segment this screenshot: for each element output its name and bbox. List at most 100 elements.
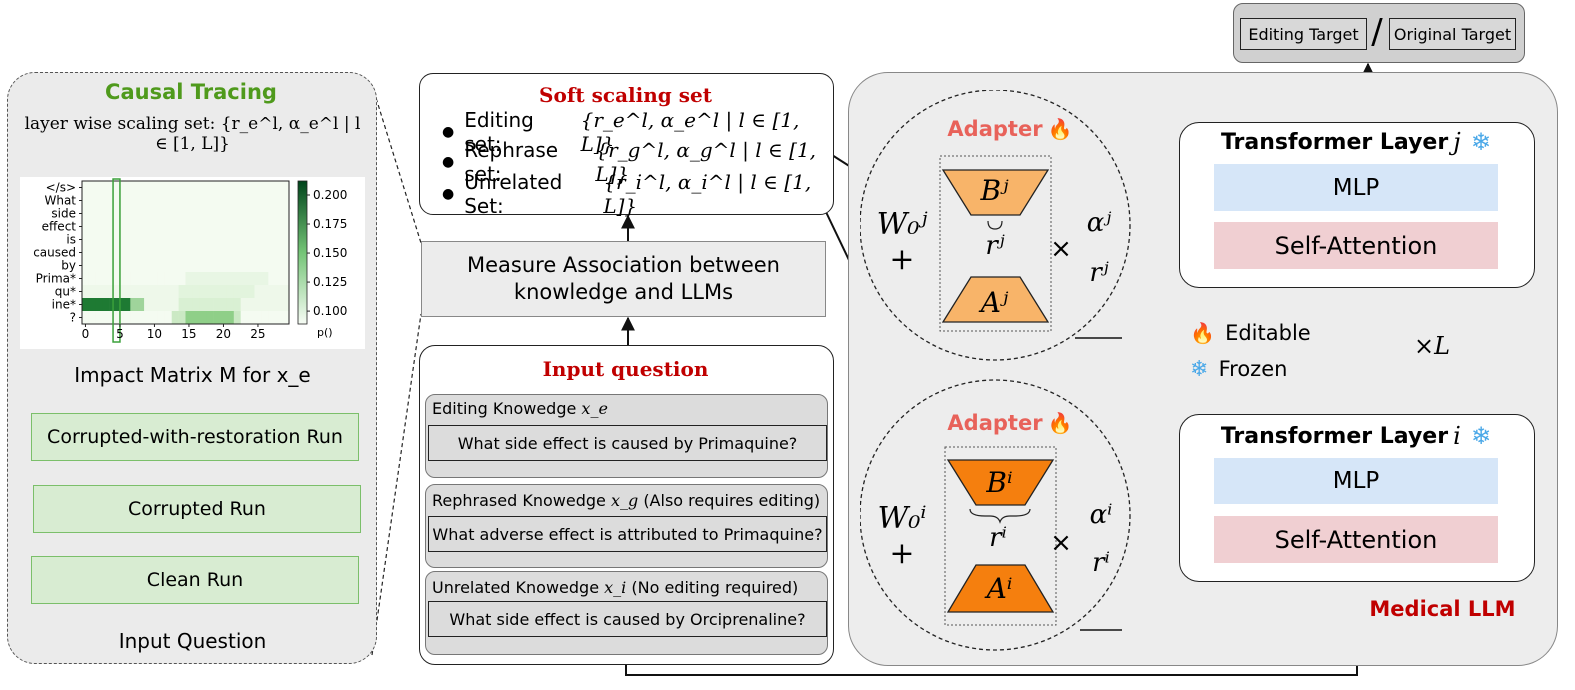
heatmap-cell: [192, 272, 200, 286]
original-target-label: Original Target: [1389, 18, 1516, 50]
heatmap-y-label: effect: [42, 219, 77, 233]
unrelated-set-formula: {r_i^l, α_i^l | l ∈ [1, L]}: [603, 170, 812, 218]
heatmap-cell: [82, 285, 90, 299]
heatmap-cell: [275, 311, 283, 325]
heatmap-x-tick: 10: [147, 327, 162, 341]
rephrased-question-text: What adverse effect is attributed to Pri…: [428, 516, 827, 552]
heatmap-y-label: ?: [70, 310, 76, 324]
transformer-layer-j-title: Transformer Layer j ❄: [1220, 128, 1492, 156]
lower-r-denominator: rⁱ: [1092, 548, 1110, 578]
editing-set-label: Editing set:: [464, 108, 534, 156]
upper-w0-label: W₀ʲ +: [876, 207, 928, 277]
heatmap-cell: [233, 285, 241, 299]
heatmap-cell: [123, 272, 131, 286]
snowflake-icon: ❄: [1471, 422, 1492, 450]
heatmap-cell: [88, 272, 97, 286]
measure-line-1: Measure Association between: [467, 253, 780, 277]
lower-b-label: Bⁱ: [986, 465, 1013, 499]
heatmap-cell: [171, 298, 179, 312]
heatmap-cell: [137, 285, 145, 299]
bullet-icon: ●: [442, 154, 455, 170]
heatmap-cell: [268, 285, 276, 299]
heatmap-cell: [164, 298, 172, 312]
heatmap-cell: [102, 311, 110, 325]
snowflake-icon: ❄: [1470, 128, 1492, 156]
heatmap-cell: [268, 311, 276, 325]
heatmap-cell: [82, 311, 90, 325]
upper-b-matrix: [941, 169, 1050, 216]
editing-set-item: ● Editing set: {r_e^l, α_e^l | l ∈ [1, L…: [442, 108, 832, 156]
heatmap-cell: [88, 285, 97, 299]
heatmap-y-label: side: [51, 206, 76, 220]
heatmap-cell: [178, 311, 186, 325]
heatmap-cell: [185, 298, 193, 312]
upper-b-label: Bʲ: [980, 173, 1009, 207]
measure-line-2: knowledge and LLMs: [513, 280, 734, 304]
soft-scaling-set-title: Soft scaling set: [539, 83, 712, 107]
upper-alpha-label: αʲ: [1086, 208, 1112, 238]
heatmap-cell: [233, 272, 241, 286]
heatmap-cell: [226, 272, 235, 286]
input-question-title: Input question: [542, 357, 709, 381]
heatmap-y-label: What: [44, 193, 76, 207]
highlight-column-box: [112, 178, 121, 343]
heatmap-cell: [102, 298, 110, 312]
heatmap-cell: [82, 272, 90, 286]
heatmap-cell: [220, 272, 228, 286]
heatmap-cell: [157, 272, 166, 286]
self-attention-block-i: Self-Attention: [1214, 516, 1498, 563]
heatmap-cell: [192, 311, 200, 325]
clean-run-box: Clean Run: [31, 556, 359, 604]
unrelated-set-item: ● Unrelated Set: {r_i^l, α_i^l | l ∈ [1,…: [442, 170, 832, 218]
heatmap-y-label: by: [61, 258, 76, 272]
heatmap-cell: [178, 272, 186, 286]
rephrase-set-label: Rephrase set:: [464, 138, 559, 186]
mlp-block-i: MLP: [1214, 458, 1498, 504]
heatmap-cell: [130, 311, 138, 325]
upper-adapter-title: Adapter 🔥: [947, 117, 1073, 141]
heatmap-cell: [240, 311, 248, 325]
heatmap-cell: [164, 311, 172, 325]
heatmap-cell: [261, 285, 269, 299]
heatmap-cell: [282, 272, 290, 286]
heatmap-cell: [261, 298, 269, 312]
heatmap-cell: [213, 311, 221, 325]
heatmap-cell: [88, 298, 97, 312]
layer-scaling-set-label: layer wise scaling set: {r_e^l, α_e^l | …: [24, 114, 361, 154]
heatmap-cell: [123, 298, 131, 312]
lower-adapter-circle: [860, 379, 1131, 651]
lower-times-label: ×: [1050, 528, 1072, 558]
heatmap-cell: [130, 272, 138, 286]
heatmap-cell: [206, 285, 214, 299]
bullet-icon: ●: [442, 124, 455, 140]
editing-target-label: Editing Target: [1240, 18, 1367, 50]
impact-matrix-label: Impact Matrix M for x_e: [74, 363, 311, 387]
lower-r-label: rⁱ: [989, 523, 1007, 553]
heatmap-cell: [254, 285, 262, 299]
heatmap-cell: [226, 285, 235, 299]
colorbar-label: p(): [317, 326, 333, 339]
heatmap-cell: [220, 298, 228, 312]
impact-heatmap: </s>WhatsideeffectiscausedbyPrima*qu*ine…: [20, 177, 365, 349]
heatmap-cell: [192, 298, 200, 312]
heatmap-cell: [199, 298, 207, 312]
fire-icon: 🔥: [1047, 117, 1073, 141]
heatmap-y-label: is: [66, 232, 76, 246]
self-attention-block-j: Self-Attention: [1214, 222, 1498, 269]
fire-icon: 🔥: [1047, 411, 1073, 435]
heatmap-cell: [233, 311, 241, 325]
fire-icon: 🔥: [1190, 321, 1215, 345]
heatmap-cell: [233, 298, 241, 312]
heatmap-cell: [137, 298, 145, 312]
heatmap-cell: [185, 285, 193, 299]
lower-a-label: Aⁱ: [986, 571, 1013, 605]
heatmap-cell: [254, 272, 262, 286]
heatmap-cell: [130, 298, 138, 312]
heatmap-cell: [137, 311, 145, 325]
unrelated-question-text: What side effect is caused by Orciprenal…: [428, 601, 827, 637]
heatmap-y-label: qu*: [55, 284, 76, 298]
heatmap-cell: [206, 272, 214, 286]
heatmap-cell: [144, 272, 152, 286]
heatmap-cell: [82, 298, 90, 312]
heatmap-cell: [151, 298, 159, 312]
